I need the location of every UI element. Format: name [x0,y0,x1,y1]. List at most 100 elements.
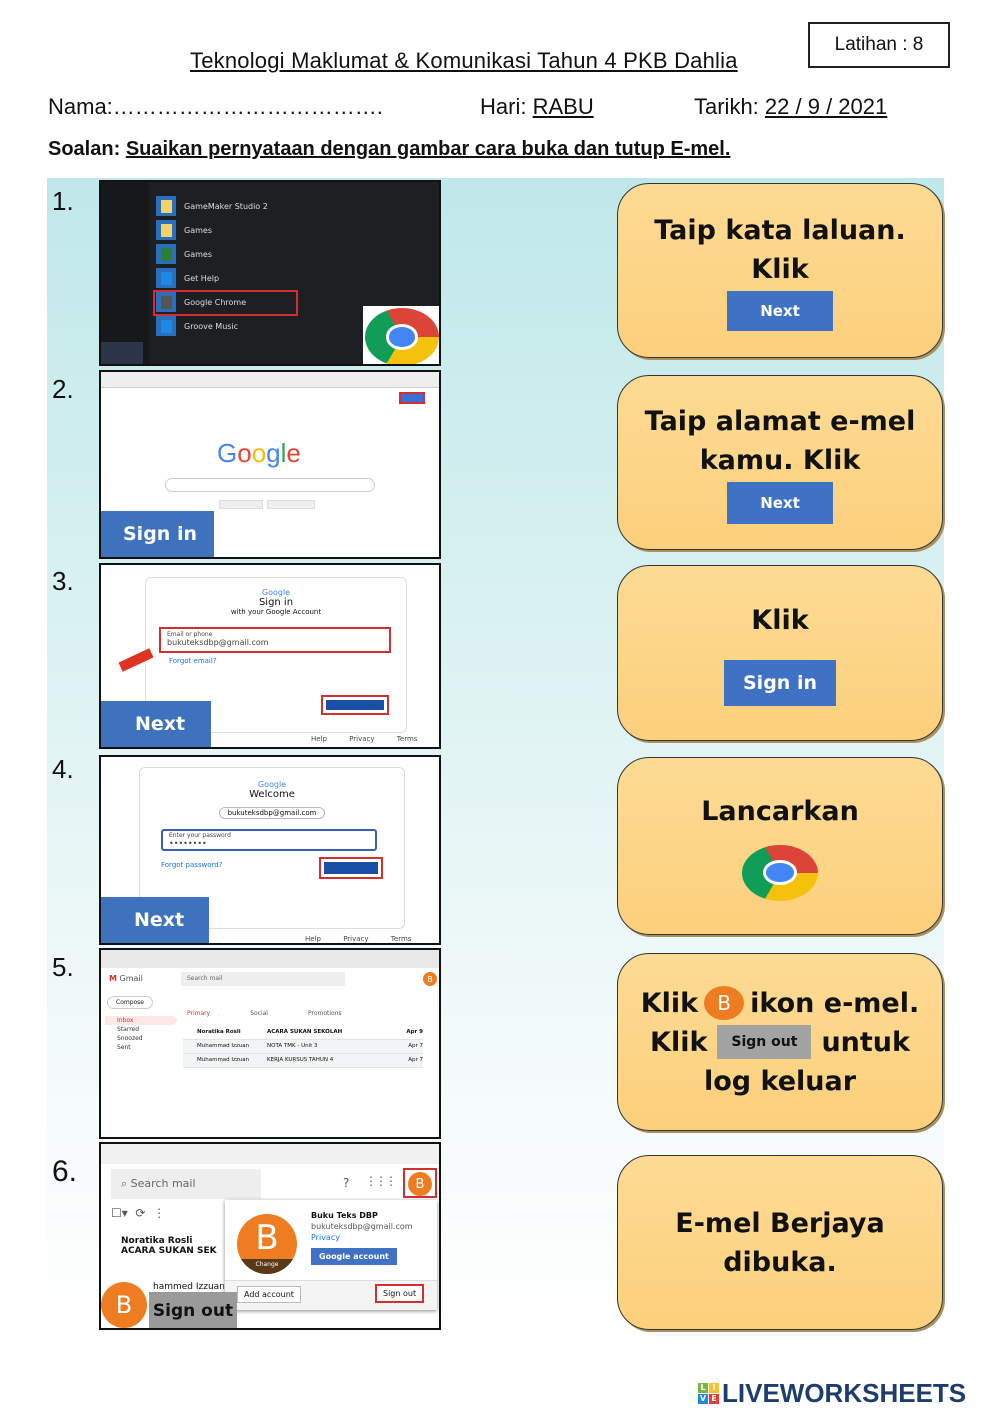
google-search-button[interactable] [219,500,263,509]
card-text: log keluar [703,1065,857,1097]
email-row[interactable]: Muhammad Izzuan KERJA KURSUS TAHUN 4 Apr 7 [183,1054,423,1068]
email-subject: ACARA SUKAN SEKOLAH [267,1029,343,1035]
google-logo: Google [261,588,291,597]
email-subject: NOTA TMK - Unit 3 [267,1043,318,1049]
card-text: dibuka. [723,1246,837,1278]
start-menu-item-label: Games [184,249,212,259]
welcome-card: Google Welcome bukuteksdbp@gmail.com [139,767,405,929]
next-highlight[interactable] [319,857,383,879]
tab-primary[interactable]: Primary [187,1010,211,1017]
account-avatar[interactable]: B [423,972,437,986]
highlight-box [153,290,298,316]
next-label: Next [101,897,209,943]
gmail-nav-item[interactable]: Inbox [105,1016,177,1025]
chrome-icon [365,308,439,364]
email-date: Apr 7 [408,1057,423,1063]
footer-links: Help Privacy Terms [305,935,412,943]
date-field: Tarikh: 22 / 9 / 2021 [694,94,887,120]
email-date: Apr 9 [406,1029,423,1035]
name-field: Nama:………………………………. [48,94,383,120]
footer-links: Help Privacy Terms [311,735,418,743]
worksheet-title: Teknologi Maklumat & Komunikasi Tahun 4 … [190,48,738,73]
start-menu-item[interactable]: Games [156,218,386,242]
gmail-nav-item[interactable]: Snoozed [117,1035,143,1042]
email-row[interactable]: Muhammad Izzuan NOTA TMK - Unit 3 Apr 7 [183,1040,423,1054]
email-subject: KERJA KURSUS TAHUN 4 [267,1057,334,1063]
start-menu-item[interactable]: Groove Music [156,314,386,338]
change-photo-label[interactable]: Change [237,1259,297,1274]
account-chip[interactable]: bukuteksdbp@gmail.com [218,807,326,819]
email-sender: Muhammad Izzuan [197,1043,250,1049]
profile-letter: B [255,1218,279,1258]
search-box[interactable] [165,478,375,492]
password-field[interactable]: Enter your password•••••••• [161,829,377,851]
google-account-button[interactable]: Google account [311,1248,397,1265]
sign-in-highlight [399,392,425,404]
step-number: 1. [52,186,74,216]
help-icon[interactable]: ? [343,1176,350,1190]
apps-grid-icon[interactable]: ⋮⋮⋮ [365,1174,397,1188]
day-field: Hari: RABU [480,94,594,120]
sign-out-menu-image[interactable]: ⌕ Search mail ? ⋮⋮⋮ B ☐▾ ⟳ ⋮ Noratika Ro… [99,1142,441,1330]
start-menu-item-label: Games [184,225,212,235]
tab-social[interactable]: Social [250,1010,268,1017]
gmail-nav-item[interactable]: Starred [117,1026,140,1033]
start-menu-item[interactable]: GameMaker Studio 2 [156,194,386,218]
card-text: Lancarkan [701,795,859,827]
card-text: Taip kata laluan. [654,214,906,246]
question: Soalan: Suaikan pernyataan dengan gambar… [48,138,730,161]
app-tile-icon [156,244,176,264]
start-menu-item[interactable]: Get Help [156,266,386,290]
app-tile-icon [156,316,176,336]
step-number: 3. [52,566,74,596]
forgot-password-link[interactable]: Forgot password? [161,861,223,869]
chrome-icon [742,844,818,901]
next-button-image: Next [727,481,833,524]
email-date: Apr 7 [408,1043,423,1049]
gmail-nav-item[interactable]: Sent [117,1044,131,1051]
feeling-lucky-button[interactable] [267,500,315,509]
add-account-button[interactable]: Add account [237,1286,301,1303]
compose-button[interactable]: Compose [107,996,154,1009]
step-number: 4. [52,754,74,784]
google-homepage-image[interactable]: Google Sign in [99,370,441,559]
password-page-image[interactable]: Google Welcome bukuteksdbp@gmail.com Ent… [99,755,441,945]
email-row[interactable]: hammed Izzuan [153,1282,225,1292]
email-sender: Muhammad Izzuan [197,1057,250,1063]
sign-in-subtitle: with your Google Account [230,608,322,616]
inbox-tabs: Primary Social Promotions [187,1010,417,1017]
sign-out-button-image: Sign out [717,1025,812,1059]
question-text: Suaikan pernyataan dengan gambar cara bu… [125,138,731,160]
next-highlight[interactable] [321,695,389,715]
account-avatar[interactable]: B [408,1172,432,1196]
profile-picture[interactable]: B Change [237,1214,297,1274]
search-mail-input[interactable]: ⌕ Search mail [111,1169,261,1199]
sign-out-label: Sign out [149,1292,237,1328]
search-mail-input[interactable]: Search mail [181,972,345,986]
forgot-email-link[interactable]: Forgot email? [169,657,217,665]
logo-text: LIVEWORKSHEETS [722,1378,967,1408]
start-menu-item-label: Groove Music [184,321,239,331]
answer-card[interactable]: E-mel Berjaya dibuka. [617,1155,943,1330]
card-text: kamu. Klik [699,444,861,476]
sign-out-button[interactable]: Sign out [375,1284,425,1303]
start-menu-item-label: GameMaker Studio 2 [184,201,268,211]
start-menu-item[interactable]: Google Chrome [156,290,386,314]
sign-in-label: Sign in [101,511,214,557]
card-text: E-mel Berjaya [675,1207,885,1239]
answer-card[interactable]: Lancarkan [617,757,943,935]
select-refresh-toolbar[interactable]: ☐▾ ⟳ ⋮ [111,1206,166,1220]
start-menu-item[interactable]: Games [156,242,386,266]
tab-promotions[interactable]: Promotions [307,1010,342,1017]
sign-in-page-image[interactable]: Google Sign in with your Google Account … [99,563,441,749]
